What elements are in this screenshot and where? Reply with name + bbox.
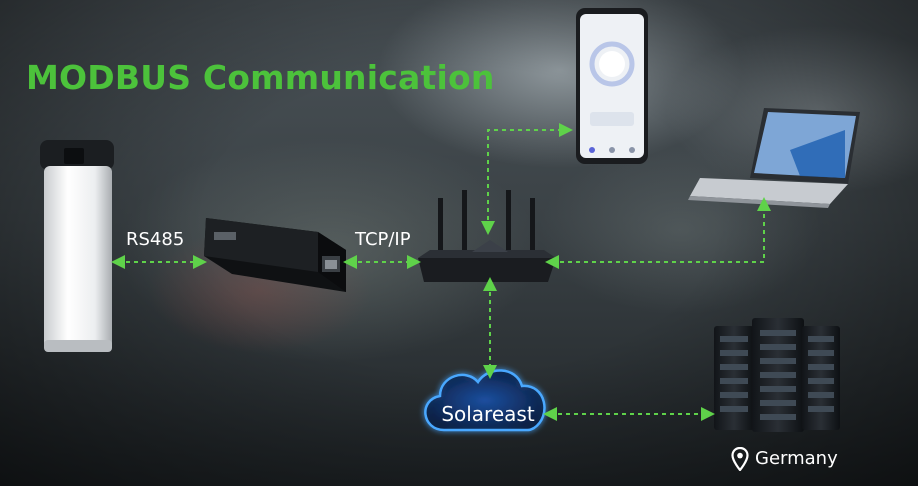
server-racks [714, 318, 840, 432]
heat-pump-tank [40, 140, 114, 352]
laptop-device [688, 108, 860, 208]
link-router-phone [481, 123, 573, 235]
tcpip-label: TCP/IP [355, 229, 411, 250]
server-location-label: Germany [755, 448, 838, 469]
rs485-label: RS485 [126, 229, 185, 250]
page-title: MODBUS Communication [26, 58, 495, 97]
link-router-laptop [545, 197, 771, 269]
smartphone-device [576, 8, 648, 164]
cloud-label: Solareast [441, 402, 535, 426]
cloud-node [424, 369, 546, 432]
connection-lines [111, 123, 771, 421]
modbus-gateway-device [204, 218, 346, 292]
map-pin-icon [731, 447, 749, 471]
